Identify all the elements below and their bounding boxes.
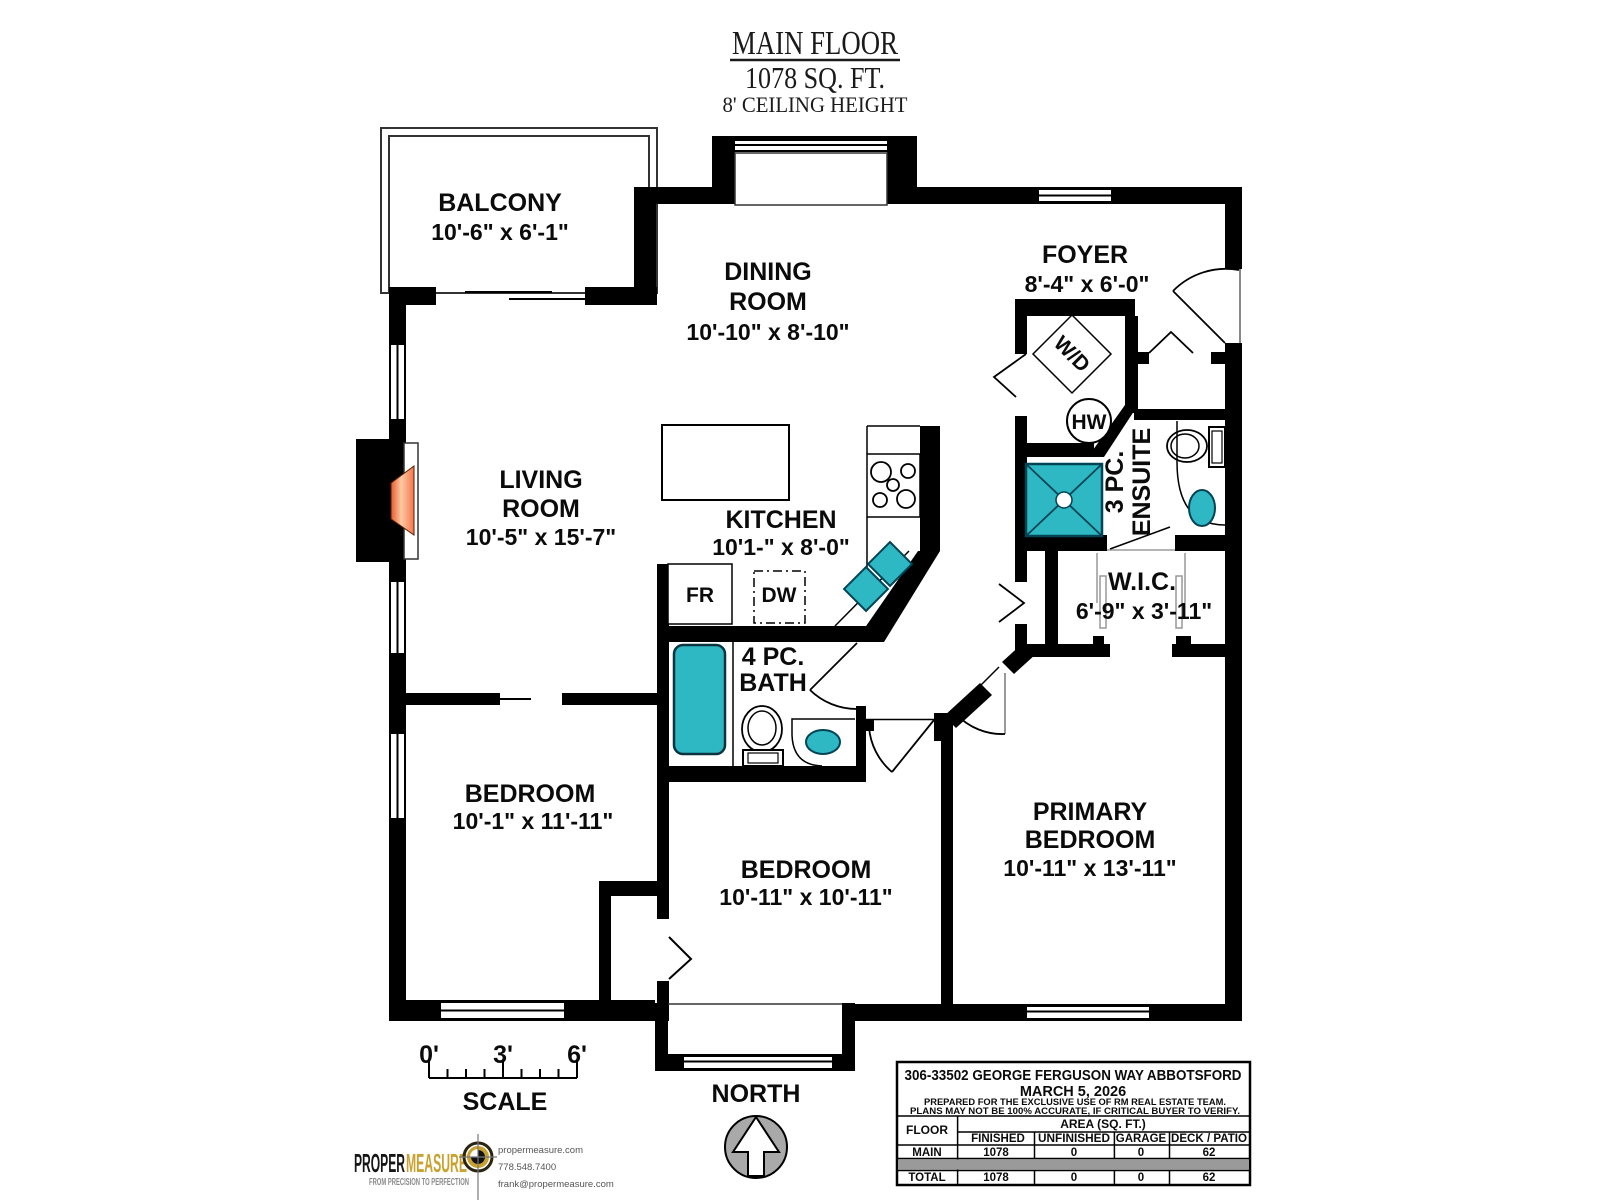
svg-text:BEDROOM: BEDROOM xyxy=(465,780,596,808)
svg-text:3': 3' xyxy=(493,1041,513,1069)
svg-text:MAIN: MAIN xyxy=(912,1147,941,1159)
svg-text:MARCH 5, 2026: MARCH 5, 2026 xyxy=(1020,1084,1126,1100)
svg-text:6'-9" x 3'-11": 6'-9" x 3'-11" xyxy=(1076,598,1212,624)
svg-text:TOTAL: TOTAL xyxy=(908,1172,945,1184)
svg-text:1078 SQ. FT.: 1078 SQ. FT. xyxy=(745,60,885,95)
svg-text:3 PC.: 3 PC. xyxy=(1101,451,1129,514)
svg-text:0: 0 xyxy=(1138,1172,1144,1184)
svg-text:PRIMARY: PRIMARY xyxy=(1033,798,1148,826)
svg-text:0: 0 xyxy=(1071,1172,1077,1184)
svg-text:MEASURE: MEASURE xyxy=(406,1148,467,1178)
svg-text:BEDROOM: BEDROOM xyxy=(1025,826,1156,854)
svg-text:8' CEILING HEIGHT: 8' CEILING HEIGHT xyxy=(723,92,909,117)
svg-text:KITCHEN: KITCHEN xyxy=(725,506,836,534)
svg-text:BALCONY: BALCONY xyxy=(438,189,562,217)
svg-text:8'-4" x 6'-0": 8'-4" x 6'-0" xyxy=(1025,271,1150,297)
svg-text:ENSUITE: ENSUITE xyxy=(1128,428,1156,536)
svg-text:1078: 1078 xyxy=(983,1147,1009,1159)
svg-text:ROOM: ROOM xyxy=(729,288,807,316)
svg-text:1078: 1078 xyxy=(983,1172,1009,1184)
svg-text:SCALE: SCALE xyxy=(463,1088,548,1116)
svg-text:0: 0 xyxy=(1071,1147,1077,1159)
svg-text:ROOM: ROOM xyxy=(502,495,580,523)
svg-text:FR: FR xyxy=(686,584,714,607)
svg-text:62: 62 xyxy=(1203,1172,1216,1184)
svg-text:10'-1" x 11'-11": 10'-1" x 11'-11" xyxy=(453,808,614,834)
svg-text:PLANS MAY NOT BE 100% ACCURATE: PLANS MAY NOT BE 100% ACCURATE, IF CRITI… xyxy=(910,1106,1240,1116)
svg-text:FLOOR: FLOOR xyxy=(906,1123,948,1137)
svg-text:6': 6' xyxy=(567,1041,587,1069)
svg-text:PROPER: PROPER xyxy=(354,1148,405,1178)
svg-text:778.548.7400: 778.548.7400 xyxy=(498,1162,556,1173)
svg-text:10'-11" x 13'-11": 10'-11" x 13'-11" xyxy=(1003,855,1176,881)
svg-text:10'-5" x 15'-7": 10'-5" x 15'-7" xyxy=(466,524,616,550)
svg-text:FINISHED: FINISHED xyxy=(971,1133,1025,1145)
svg-text:frank@propermeasure.com: frank@propermeasure.com xyxy=(498,1179,614,1190)
svg-text:FROM PRECISION TO PERFECTION: FROM PRECISION TO PERFECTION xyxy=(369,1177,469,1188)
svg-text:PREPARED FOR THE EXCLUSIVE USE: PREPARED FOR THE EXCLUSIVE USE OF RM REA… xyxy=(924,1097,1226,1107)
svg-text:MAIN FLOOR: MAIN FLOOR xyxy=(732,25,898,62)
svg-text:LIVING: LIVING xyxy=(499,466,582,494)
svg-text:4 PC.: 4 PC. xyxy=(742,643,805,671)
svg-text:NORTH: NORTH xyxy=(712,1080,801,1108)
svg-text:GARAGE: GARAGE xyxy=(1116,1133,1167,1145)
svg-text:10'-11" x 10'-11": 10'-11" x 10'-11" xyxy=(719,884,892,910)
svg-text:DINING: DINING xyxy=(724,258,812,286)
svg-text:0: 0 xyxy=(1138,1147,1144,1159)
svg-text:DW: DW xyxy=(762,584,797,607)
svg-text:UNFINISHED: UNFINISHED xyxy=(1038,1133,1110,1145)
svg-text:10'-6" x 6'-1": 10'-6" x 6'-1" xyxy=(431,219,569,245)
svg-text:HW: HW xyxy=(1072,411,1107,434)
svg-text:62: 62 xyxy=(1203,1147,1216,1159)
svg-text:W.I.C.: W.I.C. xyxy=(1108,568,1176,596)
svg-text:10'1-" x 8'-0": 10'1-" x 8'-0" xyxy=(712,534,850,560)
svg-text:propermeasure.com: propermeasure.com xyxy=(498,1145,583,1156)
svg-text:10'-10" x 8'-10": 10'-10" x 8'-10" xyxy=(686,319,849,345)
svg-text:0': 0' xyxy=(419,1041,439,1069)
svg-text:DECK / PATIO: DECK / PATIO xyxy=(1171,1133,1247,1145)
svg-text:BEDROOM: BEDROOM xyxy=(741,856,872,884)
svg-text:AREA (SQ. FT.): AREA (SQ. FT.) xyxy=(1060,1117,1146,1131)
svg-text:306-33502 GEORGE FERGUSON WAY: 306-33502 GEORGE FERGUSON WAY ABBOTSFORD xyxy=(905,1068,1242,1084)
svg-text:BATH: BATH xyxy=(739,669,807,697)
svg-text:FOYER: FOYER xyxy=(1042,241,1128,269)
